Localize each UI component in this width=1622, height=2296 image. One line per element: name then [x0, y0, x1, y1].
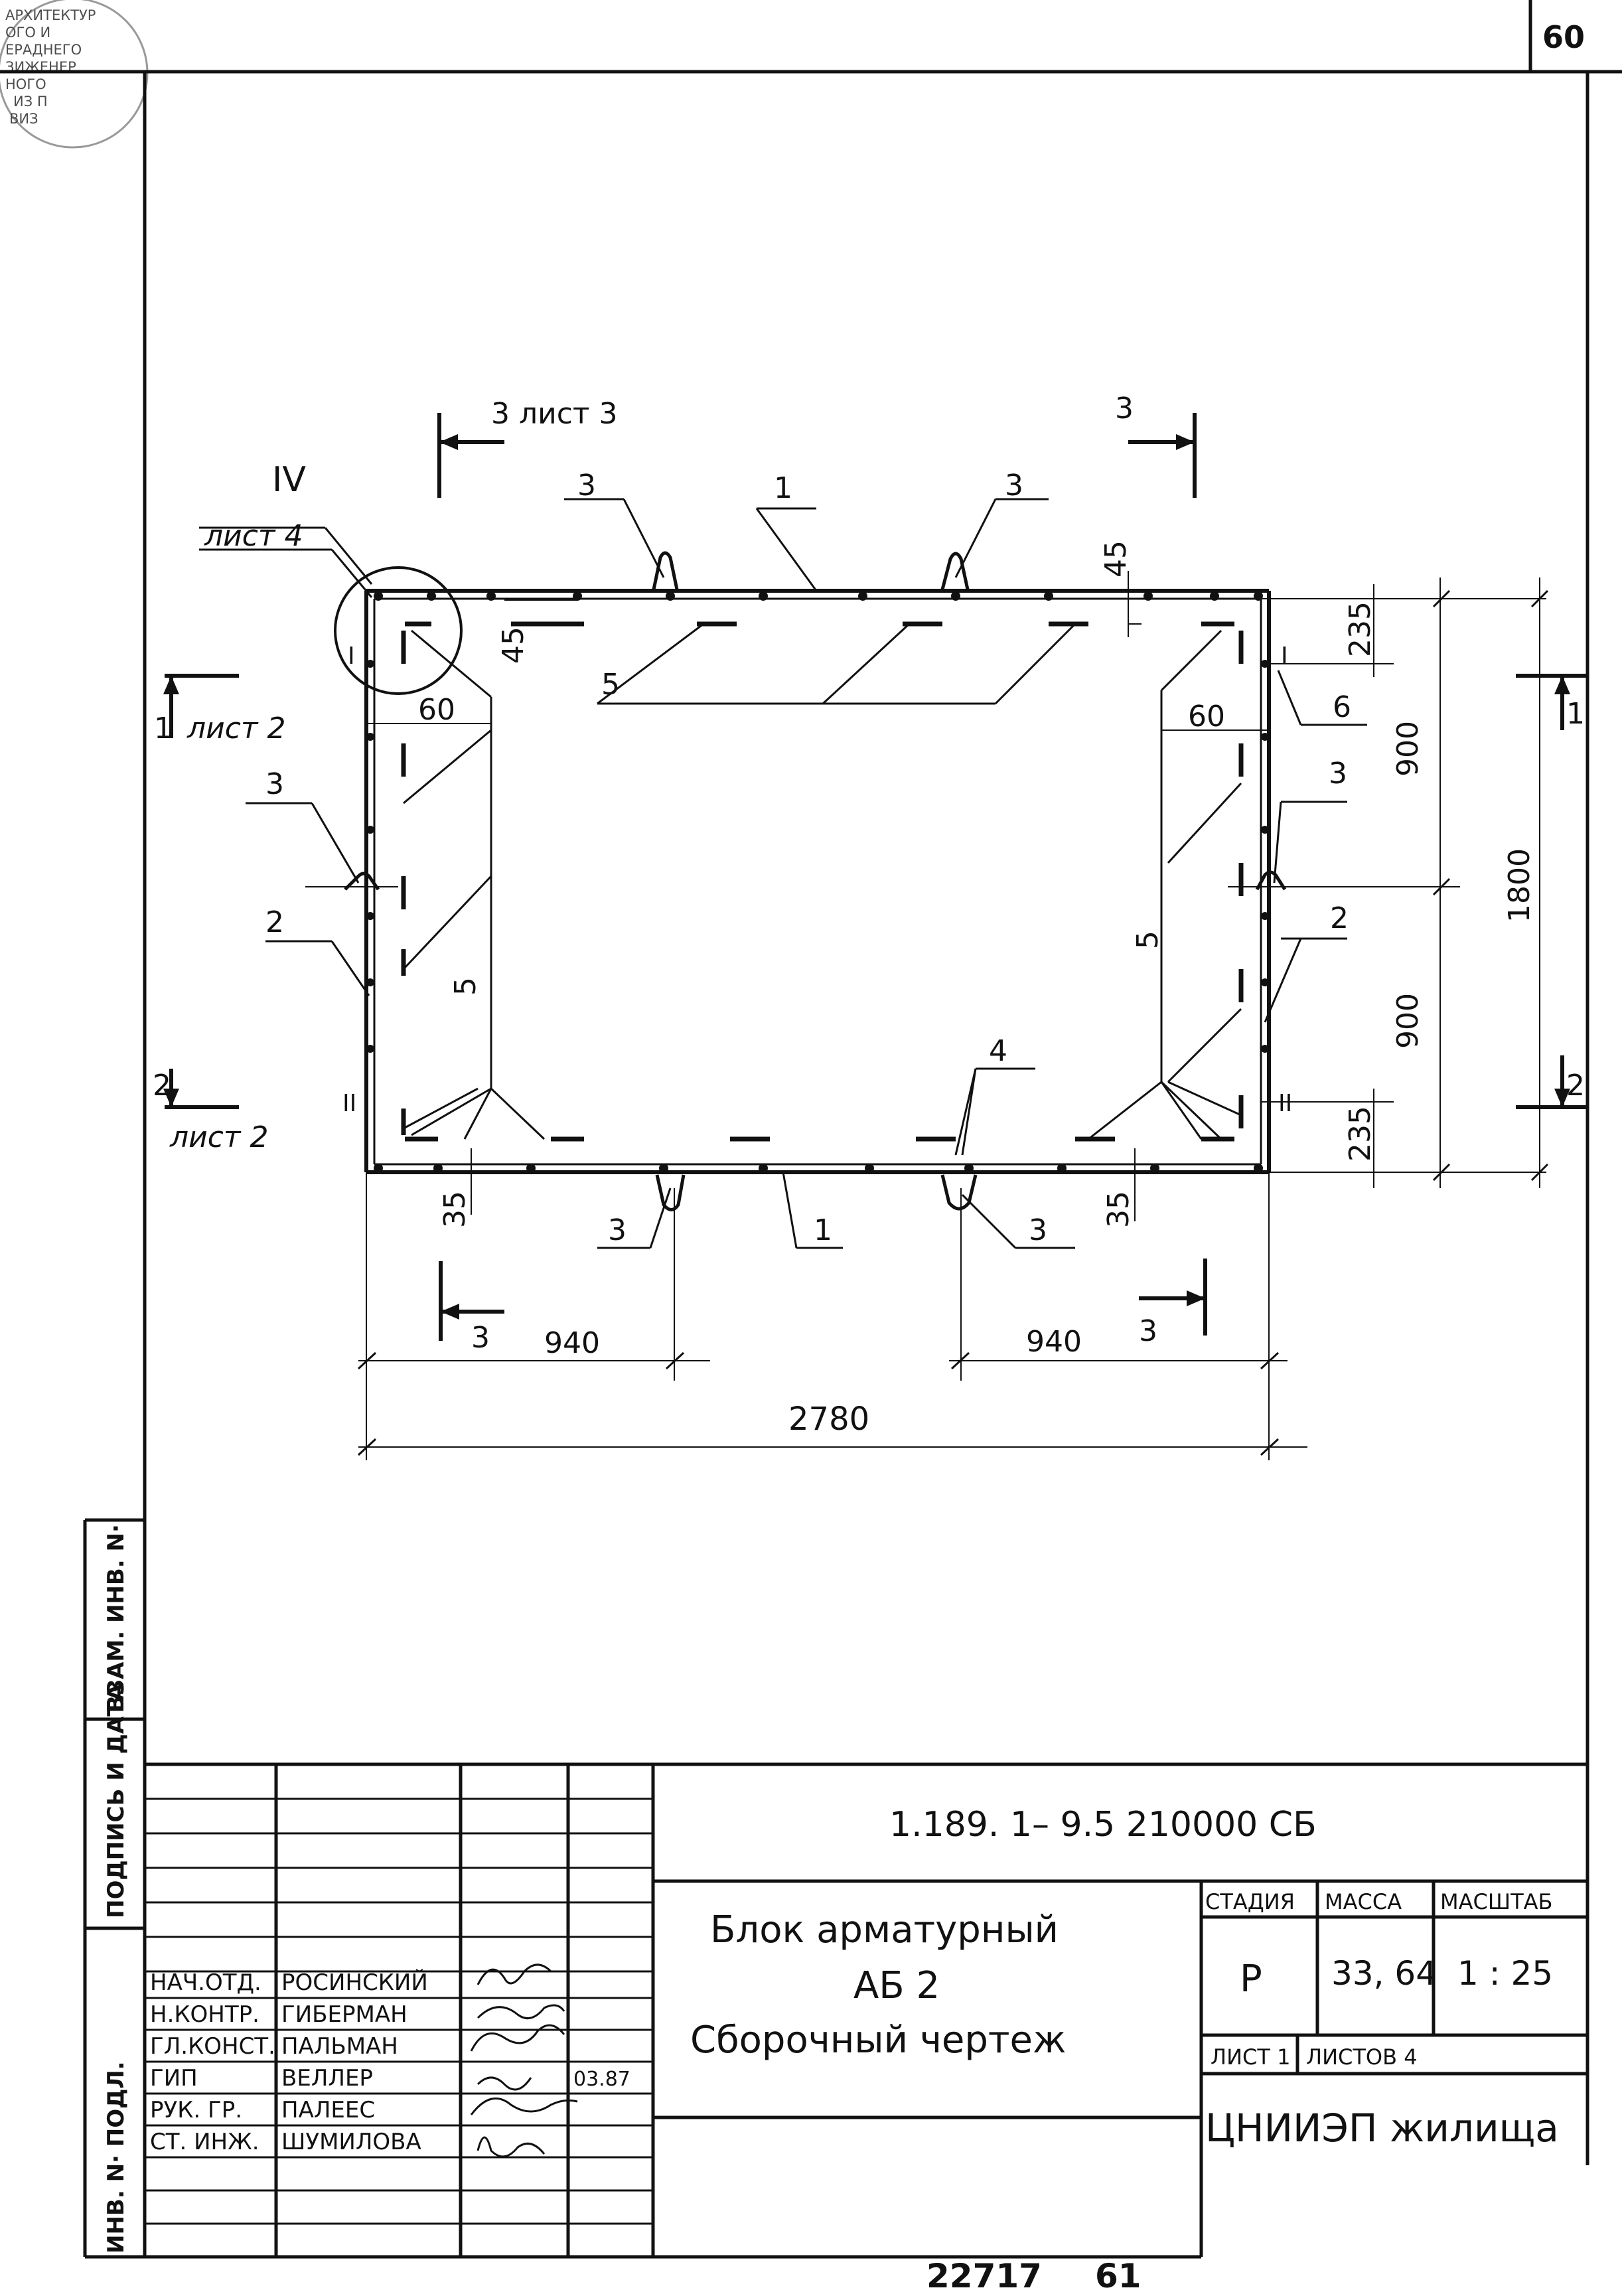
dim-1800: 1800 — [1503, 848, 1536, 923]
staff-name: ШУМИЛОВА — [281, 2129, 421, 2155]
scale-label: МАСШТАБ — [1440, 1889, 1552, 1914]
mark-ii-left: II — [342, 1090, 356, 1117]
staff-role: РУК. ГР. — [150, 2097, 242, 2123]
mass-value: 33, 64 — [1331, 1954, 1437, 1993]
signature-date-label: ПОДПИСЬ И ДАТА — [103, 1683, 129, 1918]
institute-stamp: АРХИТЕКТУР ОГО И ЕРАДНЕГО ЗИЖЕНЕР НОГО И… — [0, 0, 149, 149]
dim-60-left: 60 — [418, 693, 455, 727]
section-left-2: 2 — [153, 1069, 171, 1103]
dim-940-right: 940 — [1026, 1325, 1082, 1359]
drawing-title-line1: Блок арматурный — [710, 1908, 1059, 1952]
staff-name: ПАЛЕЕС — [281, 2097, 375, 2123]
section-right-1: 1 — [1566, 697, 1585, 731]
frame-rebar — [364, 589, 1271, 1174]
staff-role: СТ. ИНЖ. — [150, 2129, 259, 2155]
bar-dots — [366, 591, 1269, 1173]
stamp-line: ВИЗ — [9, 111, 38, 127]
staff-role: Н.КОНТР. — [150, 2001, 259, 2028]
section-left-1-sheet: лист 2 — [186, 712, 286, 745]
callout-3-right: 3 — [1329, 757, 1347, 791]
drawing-title-line2: АБ 2 — [853, 1964, 940, 2007]
callout-3-bottom-left: 3 — [608, 1213, 627, 1247]
callout-1-bottom: 1 — [814, 1213, 832, 1247]
approval-date: 03.87 — [573, 2068, 630, 2091]
section-label-top-left: 3 лист 3 — [491, 397, 618, 431]
signatures — [470, 1963, 578, 2158]
section-right-2: 2 — [1566, 1069, 1585, 1103]
staff-role: ГИП — [150, 2065, 198, 2092]
stamp-line: АРХИТЕКТУР — [5, 7, 96, 23]
staff-name: ГИБЕРМАН — [281, 2001, 407, 2028]
callout-3-top-left: 3 — [577, 469, 596, 502]
callout-3-left: 3 — [265, 767, 284, 801]
dim-45-corner: 45 — [496, 627, 530, 664]
mark-i-left: I — [348, 643, 355, 670]
stage-label: СТАДИЯ — [1205, 1889, 1295, 1914]
callout-3-top-right: 3 — [1005, 469, 1023, 502]
rebar-block-plan: 3 лист 3 3 3 3 IV лист 4 1 лист 2 2 лист… — [153, 392, 1587, 1460]
dim-35-left: 35 — [438, 1191, 472, 1228]
leader-lines — [402, 623, 1242, 1140]
callout-2-left: 2 — [265, 905, 284, 939]
section-label-bottom-left: 3 — [471, 1321, 490, 1355]
dim-35-right: 35 — [1102, 1191, 1136, 1228]
staff-name: РОСИНСКИЙ — [281, 1969, 428, 1996]
callout-5-right: 5 — [1131, 931, 1165, 949]
stamp-line: НОГО — [5, 76, 46, 92]
title-block: НАЧ.ОТД. РОСИНСКИЙ Н.КОНТР. ГИБЕРМАН ГЛ.… — [145, 1762, 1589, 2259]
section-label-bottom-right: 3 — [1139, 1314, 1157, 1348]
section-left-1: 1 — [154, 712, 173, 745]
sheet-label: ЛИСТ 1 — [1211, 2044, 1290, 2070]
dim-45-top: 45 — [1099, 540, 1133, 577]
mark-i-right: I — [1281, 643, 1288, 670]
mass-label: МАССА — [1325, 1889, 1402, 1914]
callout-2-right: 2 — [1330, 901, 1349, 935]
stamp-line: ИЗ П — [13, 94, 48, 110]
dim-60-right: 60 — [1188, 700, 1225, 733]
stamp-line: ОГО И — [5, 25, 50, 40]
callout-leaders — [199, 498, 1367, 1249]
dimension-lines — [358, 571, 1546, 1460]
side-strip: ИНВ. N· ПОДЛ. ПОДПИСЬ И ДАТА ВЗАМ. ИНВ. … — [103, 1524, 129, 2254]
dim-900-top: 900 — [1391, 721, 1425, 777]
dim-2780: 2780 — [788, 1401, 869, 1438]
callout-3-bottom-right: 3 — [1029, 1213, 1047, 1247]
lifting-loops — [344, 551, 1287, 1211]
callout-5-left: 5 — [449, 977, 482, 996]
callout-5-top: 5 — [601, 668, 620, 702]
section-cuts — [165, 413, 1587, 1341]
stage-value: Р — [1240, 1957, 1262, 2001]
detail-iv-circle — [334, 566, 463, 695]
dim-235-bottom: 235 — [1343, 1106, 1377, 1162]
inner-bars — [401, 621, 1244, 1142]
staff-name: ВЕЛЛЕР — [281, 2065, 373, 2092]
inv-original-label: ИНВ. N· ПОДЛ. — [103, 2061, 129, 2254]
section-left-2-sheet: лист 2 — [169, 1120, 269, 1154]
drawing-title-line3: Сборочный чертеж — [690, 2019, 1066, 2062]
dim-940-left: 940 — [544, 1326, 600, 1360]
dim-235-top: 235 — [1343, 601, 1377, 657]
detail-mark: IV — [272, 460, 306, 500]
footer-page: 61 — [1095, 2257, 1142, 2295]
detail-sheet: лист 4 — [204, 519, 303, 553]
mark-ii-right: II — [1278, 1090, 1292, 1117]
callout-1-top: 1 — [774, 471, 792, 505]
document-designation: 1.189. 1– 9.5 210000 СБ — [889, 1805, 1317, 1845]
organization: ЦНИИЭП жилища — [1205, 2105, 1559, 2151]
sheet-number: 60 — [1542, 19, 1585, 55]
scale-value: 1 : 25 — [1457, 1954, 1553, 1993]
callout-6: 6 — [1333, 690, 1351, 724]
staff-role: ГЛ.КОНСТ. — [150, 2033, 275, 2060]
stamp-line: ЕРАДНЕГО — [5, 42, 82, 58]
callout-4: 4 — [989, 1034, 1007, 1068]
staff-name: ПАЛЬМАН — [281, 2033, 398, 2060]
inv-replace-label: ВЗАМ. ИНВ. N· — [103, 1524, 129, 1713]
footer-number: 22717 — [926, 2257, 1042, 2295]
sheets-label: ЛИСТОВ 4 — [1306, 2044, 1418, 2070]
dim-900-bottom: 900 — [1391, 993, 1425, 1049]
section-label-top-right: 3 — [1115, 392, 1134, 425]
staff-role: НАЧ.ОТД. — [150, 1969, 261, 1996]
